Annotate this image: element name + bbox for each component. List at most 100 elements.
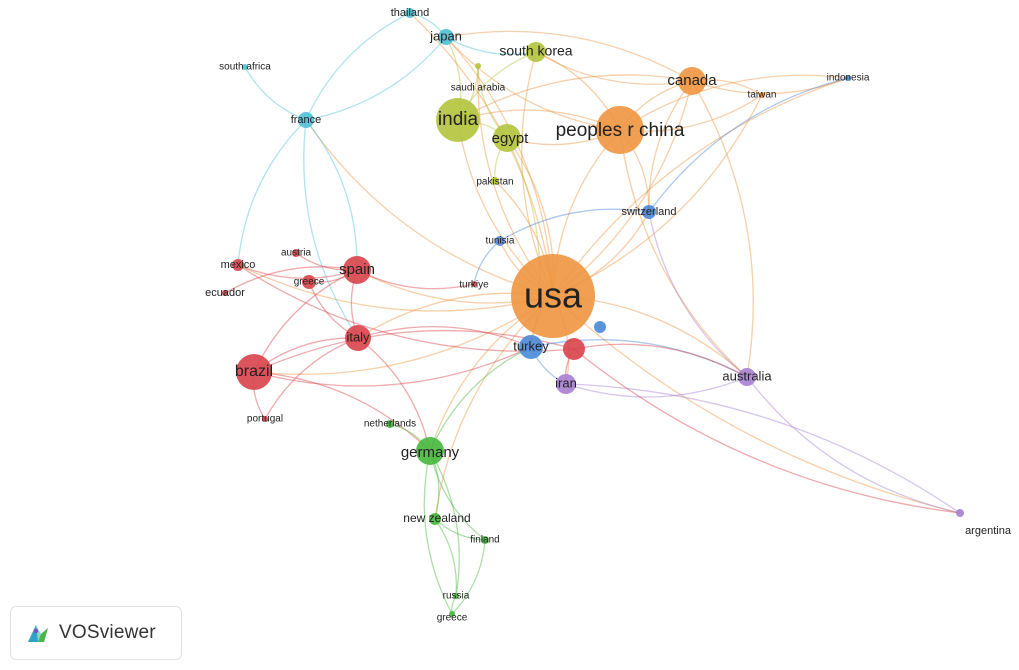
node-italy[interactable] <box>345 325 371 351</box>
label-mexico: mexico <box>221 259 256 271</box>
link-italy-turkey <box>357 325 532 348</box>
link-canada-south_korea <box>535 51 693 85</box>
node-south-korea[interactable] <box>526 42 546 62</box>
node-austria[interactable] <box>292 249 300 257</box>
node-spain[interactable] <box>343 256 371 284</box>
link-france-italy <box>303 119 359 339</box>
label-germany: germany <box>401 444 460 461</box>
node-blue-small[interactable] <box>594 321 606 333</box>
node-greece-top[interactable] <box>302 275 316 289</box>
label-pakistan: pakistan <box>476 177 513 188</box>
vosviewer-logo: VOSviewer <box>10 606 182 660</box>
node-usa[interactable] <box>511 254 595 338</box>
label-netherlands: netherlands <box>364 419 416 430</box>
label-argentina: argentina <box>965 525 1012 537</box>
link-italy-germany <box>357 337 431 452</box>
label-austria: austria <box>281 248 311 259</box>
label-australia: australia <box>722 368 772 383</box>
link-layer <box>224 12 961 615</box>
label-thailand: thailand <box>391 7 430 19</box>
node-turkey[interactable] <box>519 335 543 359</box>
link-france-thailand <box>305 12 411 121</box>
node-indonesia[interactable] <box>845 75 851 81</box>
node-ecuador[interactable] <box>222 290 228 296</box>
node-brazil[interactable] <box>236 354 272 390</box>
node-new-zealand[interactable] <box>429 513 441 525</box>
node-egypt[interactable] <box>493 124 521 152</box>
label-portugal: portugal <box>247 414 283 425</box>
label-greece-top: greece <box>294 277 325 288</box>
label-peoples-r-china: peoples r china <box>556 120 685 141</box>
node-germany[interactable] <box>416 437 444 465</box>
node-thailand[interactable] <box>405 8 415 18</box>
node-netherlands[interactable] <box>386 420 394 428</box>
node-switzerland[interactable] <box>642 205 656 219</box>
label-egypt: egypt <box>492 130 530 147</box>
label-taiwan: taiwan <box>748 90 777 101</box>
label-spain: spain <box>339 261 375 278</box>
vosviewer-logo-text: VOSviewer <box>59 622 156 643</box>
node-finland[interactable] <box>481 536 489 544</box>
node-turkiye[interactable] <box>471 281 477 287</box>
node-portugal[interactable] <box>262 416 268 422</box>
node-layer <box>222 8 964 617</box>
link-australia-switzerland <box>648 211 748 378</box>
label-south-korea: south korea <box>499 43 572 59</box>
label-new-zealand: new zealand <box>403 511 470 525</box>
link-canada-japan <box>445 30 693 82</box>
link-germany-russia <box>429 450 460 597</box>
label-russia: russia <box>443 591 470 602</box>
label-saudi-arabia: saudi arabia <box>451 83 506 94</box>
link-brazil-turkey <box>253 346 532 387</box>
link-spain-ecuador <box>224 266 358 294</box>
link-tunisia-turkiye <box>473 240 501 285</box>
node-pakistan[interactable] <box>491 177 499 185</box>
label-brazil: brazil <box>235 363 273 380</box>
link-finland-greece <box>451 539 486 615</box>
node-japan[interactable] <box>438 29 454 45</box>
node-saudi-arabia[interactable] <box>475 63 481 69</box>
label-ecuador: ecuador <box>205 287 245 299</box>
link-iran-australia <box>565 376 748 398</box>
link-usa-argentina <box>552 295 961 514</box>
node-tunisia[interactable] <box>495 236 505 246</box>
node-south-africa[interactable] <box>242 64 248 70</box>
node-russia[interactable] <box>453 593 459 599</box>
node-argentina[interactable] <box>956 509 964 517</box>
link-red_hub-australia <box>573 343 748 378</box>
node-india[interactable] <box>436 98 480 142</box>
vosviewer-logo-icon <box>28 625 48 642</box>
link-france-south_africa <box>244 66 307 121</box>
link-peoples_r_china-australia <box>619 129 748 378</box>
node-greece[interactable] <box>449 611 455 617</box>
link-japan-france <box>305 36 447 121</box>
link-peoples_r_china-japan <box>445 36 621 131</box>
node-taiwan[interactable] <box>759 92 765 98</box>
node-red-hub[interactable] <box>563 338 585 360</box>
label-south-africa: south africa <box>219 62 271 73</box>
link-usa-japan <box>445 36 554 297</box>
link-usa-mexico <box>237 264 554 312</box>
node-peoples-r-china[interactable] <box>596 106 644 154</box>
link-switzerland-tunisia <box>499 208 650 242</box>
node-mexico[interactable] <box>232 259 244 271</box>
label-iran: iran <box>555 375 577 390</box>
label-canada: canada <box>667 72 717 89</box>
link-italy-portugal <box>264 337 359 420</box>
link-canada-india <box>457 74 693 121</box>
link-germany-turkey <box>429 346 532 452</box>
node-france[interactable] <box>298 112 314 128</box>
link-new_zealand-russia <box>434 518 458 597</box>
link-switzerland-indonesia <box>648 77 849 213</box>
node-australia[interactable] <box>738 368 756 386</box>
link-peoples_r_china-indonesia <box>619 74 849 131</box>
label-italy: italy <box>346 329 370 344</box>
node-iran[interactable] <box>556 374 576 394</box>
node-canada[interactable] <box>678 67 706 95</box>
label-japan: japan <box>429 28 462 43</box>
link-australia-argentina <box>746 376 961 514</box>
link-brazil-germany <box>253 371 431 452</box>
link-canada-switzerland <box>648 80 693 213</box>
